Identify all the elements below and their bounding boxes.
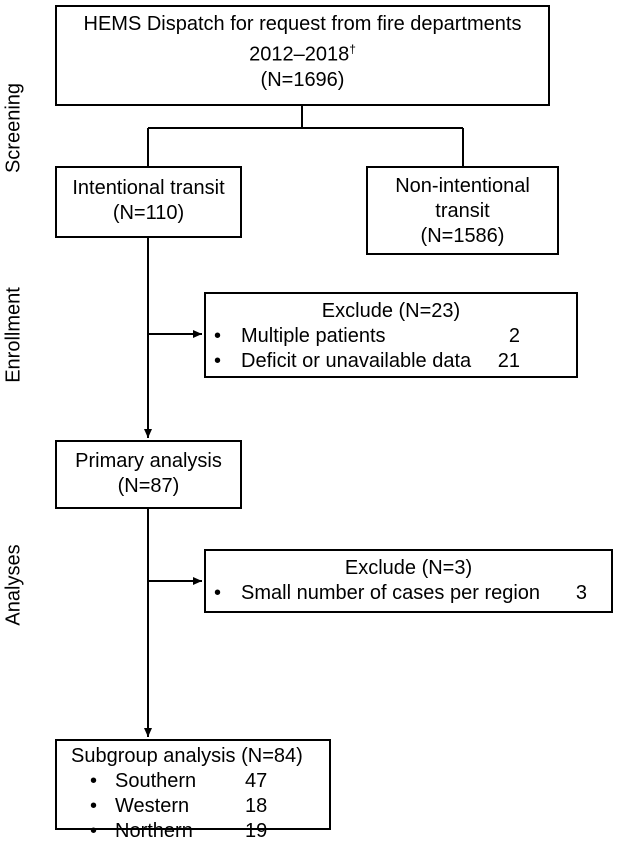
bullet-mark: • [214, 582, 222, 604]
exclude-box-enrollment: Exclude (N=23) • Multiple patients 2 • D… [204, 292, 578, 378]
non-intentional-transit-label: Non-intentional [395, 175, 530, 197]
subgroup-item-label: Southern [115, 770, 197, 792]
exclude-box-analyses: Exclude (N=3) • Small number of cases pe… [204, 549, 613, 613]
subgroup-item-value: 18 [245, 795, 268, 817]
non-intentional-transit-label-2: transit [435, 200, 490, 222]
exclude-item: • Small number of cases per region 3 [206, 581, 611, 606]
primary-analysis-label: Primary analysis [75, 450, 222, 472]
exclude-item-label: Multiple patients [241, 325, 386, 347]
bullet-mark: • [214, 350, 222, 372]
primary-analysis-box: Primary analysis (N=87) [55, 440, 242, 509]
exclude-enrollment-title: Exclude (N=23) [321, 300, 461, 322]
dagger-mark: † [349, 42, 356, 56]
subgroup-item: • Western 18 [57, 794, 329, 819]
non-intentional-transit-box: Non-intentional transit (N=1586) [366, 166, 559, 255]
subgroup-analysis-box: Subgroup analysis (N=84) • Southern 47 •… [55, 739, 331, 842]
subgroup-item: • Northern 19 [57, 819, 329, 844]
intentional-transit-box: Intentional transit (N=110) [55, 166, 242, 238]
intentional-transit-label: Intentional transit [72, 177, 225, 199]
exclude-item: • Multiple patients 2 [206, 324, 576, 349]
exclude-analyses-title: Exclude (N=3) [344, 557, 473, 579]
subgroup-item-label: Northern [115, 820, 193, 842]
exclude-item-label: Small number of cases per region [241, 582, 541, 604]
non-intentional-transit-count: (N=1586) [420, 225, 505, 247]
bullet-mark: • [90, 820, 98, 842]
dispatch-years: 2012–2018 [249, 43, 350, 66]
dispatch-years-line: 2012–2018† [57, 37, 548, 68]
dispatch-box: HEMS Dispatch for request from fire depa… [55, 5, 550, 106]
subgroup-item-value: 19 [245, 820, 268, 842]
subgroup-item-label: Western [115, 795, 190, 817]
subgroup-analysis-title: Subgroup analysis (N=84) [71, 745, 303, 767]
exclude-item-value: 3 [575, 582, 587, 604]
exclude-item-value: 2 [508, 325, 520, 347]
subgroup-item-value: 47 [245, 770, 268, 792]
primary-analysis-count: (N=87) [117, 475, 180, 497]
dispatch-title: HEMS Dispatch for request from fire depa… [83, 13, 522, 35]
subgroup-item: • Southern 47 [57, 769, 329, 794]
bullet-mark: • [214, 325, 222, 347]
bullet-mark: • [90, 795, 98, 817]
bullet-mark: • [90, 770, 98, 792]
exclude-item-label: Deficit or unavailable data [241, 350, 472, 372]
exclude-item-value: 21 [497, 350, 520, 372]
dispatch-count: (N=1696) [260, 68, 345, 91]
exclude-item: • Deficit or unavailable data 21 [206, 349, 576, 374]
intentional-transit-count: (N=110) [112, 202, 185, 224]
